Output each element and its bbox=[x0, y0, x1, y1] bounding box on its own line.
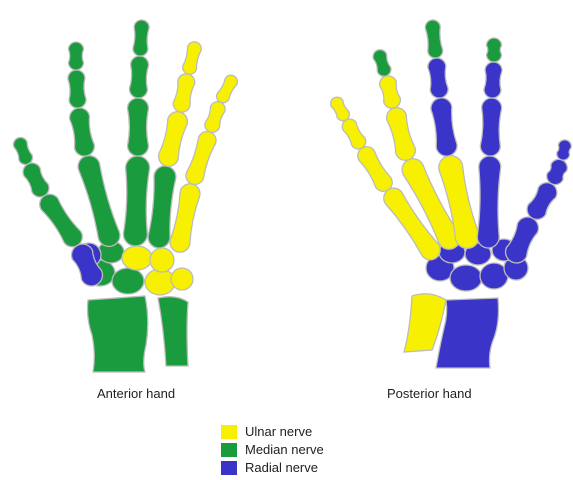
anterior-ring-bone-4-shape bbox=[181, 40, 203, 75]
anterior-carpal-7 bbox=[150, 248, 174, 272]
posterior-middle-bone-4-shape bbox=[425, 19, 444, 59]
anterior-little-bone-4-shape bbox=[214, 73, 239, 105]
posterior-middle-bone-2-shape bbox=[430, 97, 459, 158]
posterior-hand-skeleton bbox=[328, 19, 572, 368]
radial-swatch bbox=[221, 461, 237, 475]
posterior-ring-bone-2-shape bbox=[384, 105, 417, 162]
anterior-little-bone-4 bbox=[214, 73, 239, 105]
anterior-index-bone-2 bbox=[68, 106, 96, 157]
anterior-thumb-bone-4 bbox=[11, 135, 34, 166]
legend-label-radial: Radial nerve bbox=[245, 460, 318, 475]
legend-label-median: Median nerve bbox=[245, 442, 324, 457]
posterior-index-bone-2 bbox=[480, 98, 502, 157]
anterior-middle-bone-1-shape bbox=[123, 156, 150, 247]
posterior-ring-bone-3 bbox=[378, 74, 402, 110]
nerve-legend: Ulnar nerve Median nerve Radial nerve bbox=[221, 423, 324, 477]
anterior-thumb-bone-3 bbox=[20, 160, 52, 200]
posterior-carpal-2 bbox=[450, 265, 482, 291]
posterior-index-bone-1 bbox=[477, 156, 501, 248]
posterior-little-bone-4 bbox=[328, 95, 351, 123]
posterior-index-bone-2-shape bbox=[480, 98, 502, 157]
anterior-carpal-4 bbox=[171, 268, 193, 290]
posterior-middle-bone-2 bbox=[430, 97, 459, 158]
posterior-index-bone-3 bbox=[484, 62, 503, 99]
posterior-little-bone-2-shape bbox=[354, 143, 395, 194]
anterior-index-bone-4-shape bbox=[69, 42, 84, 70]
anterior-thumb-bone-2 bbox=[36, 190, 86, 250]
anterior-little-bone-3 bbox=[203, 100, 227, 135]
anterior-middle-bone-3 bbox=[129, 56, 149, 99]
posterior-index-bone-3-shape bbox=[484, 62, 503, 99]
posterior-ring-bone-4-shape bbox=[371, 48, 392, 78]
anterior-middle-bone-1 bbox=[123, 156, 150, 247]
anterior-radius-bone bbox=[88, 296, 148, 372]
anterior-hand-skeleton bbox=[11, 20, 239, 372]
anterior-hand-caption: Anterior hand bbox=[97, 386, 175, 401]
posterior-index-bone-4 bbox=[487, 38, 502, 62]
anterior-thumb-bone-4-shape bbox=[11, 135, 34, 166]
posterior-ring-bone-4 bbox=[371, 48, 392, 78]
legend-item-radial: Radial nerve bbox=[221, 459, 324, 476]
posterior-index-bone-4-shape bbox=[487, 38, 502, 62]
posterior-middle-bone-3-shape bbox=[427, 57, 449, 99]
anterior-thumb-bone-2-shape bbox=[36, 190, 86, 250]
ulnar-swatch bbox=[221, 425, 237, 439]
posterior-ulna-bone bbox=[404, 294, 446, 352]
posterior-little-bone-2 bbox=[354, 143, 395, 194]
anterior-middle-bone-2 bbox=[128, 98, 149, 156]
posterior-thumb-bone-4-shape bbox=[556, 139, 573, 162]
anterior-index-bone-4 bbox=[69, 42, 84, 70]
anterior-index-bone-2-shape bbox=[68, 106, 96, 157]
anterior-little-bone-2 bbox=[183, 129, 218, 187]
anterior-ring-bone-2 bbox=[156, 109, 189, 168]
anterior-little-bone-3-shape bbox=[203, 100, 227, 135]
legend-item-ulnar: Ulnar nerve bbox=[221, 423, 324, 440]
legend-item-median: Median nerve bbox=[221, 441, 324, 458]
anterior-little-bone-2-shape bbox=[183, 129, 218, 187]
posterior-radius-bone bbox=[436, 298, 499, 368]
anterior-middle-bone-3-shape bbox=[129, 56, 149, 99]
posterior-thumb-bone-4 bbox=[556, 139, 573, 162]
posterior-index-bone-1-shape bbox=[477, 156, 501, 248]
anterior-middle-bone-2-shape bbox=[128, 98, 149, 156]
anterior-index-bone-3-shape bbox=[68, 70, 87, 109]
posterior-ring-bone-3-shape bbox=[378, 74, 402, 110]
median-swatch bbox=[221, 443, 237, 457]
anterior-thumb-bone-3-shape bbox=[20, 160, 52, 200]
anterior-ring-bone-3 bbox=[172, 72, 197, 114]
posterior-little-bone-4-shape bbox=[328, 95, 351, 123]
anterior-index-bone-3 bbox=[68, 70, 87, 109]
anterior-ring-bone-4 bbox=[181, 40, 203, 75]
legend-label-ulnar: Ulnar nerve bbox=[245, 424, 312, 439]
posterior-middle-bone-3 bbox=[427, 57, 449, 99]
anterior-middle-bone-4 bbox=[133, 20, 150, 57]
anterior-carpal-3 bbox=[145, 269, 175, 295]
posterior-middle-bone-4 bbox=[425, 19, 444, 59]
posterior-little-bone-3-shape bbox=[339, 116, 368, 151]
anterior-carpal-2 bbox=[112, 268, 144, 294]
anterior-ring-bone-3-shape bbox=[172, 72, 197, 114]
anterior-ulna-bone bbox=[158, 297, 188, 366]
posterior-hand-caption: Posterior hand bbox=[387, 386, 472, 401]
anterior-middle-bone-4-shape bbox=[133, 20, 150, 57]
anterior-carpal-6 bbox=[122, 246, 152, 270]
posterior-little-bone-3 bbox=[339, 116, 368, 151]
posterior-ring-bone-2 bbox=[384, 105, 417, 162]
anterior-ring-bone-2-shape bbox=[156, 109, 189, 168]
